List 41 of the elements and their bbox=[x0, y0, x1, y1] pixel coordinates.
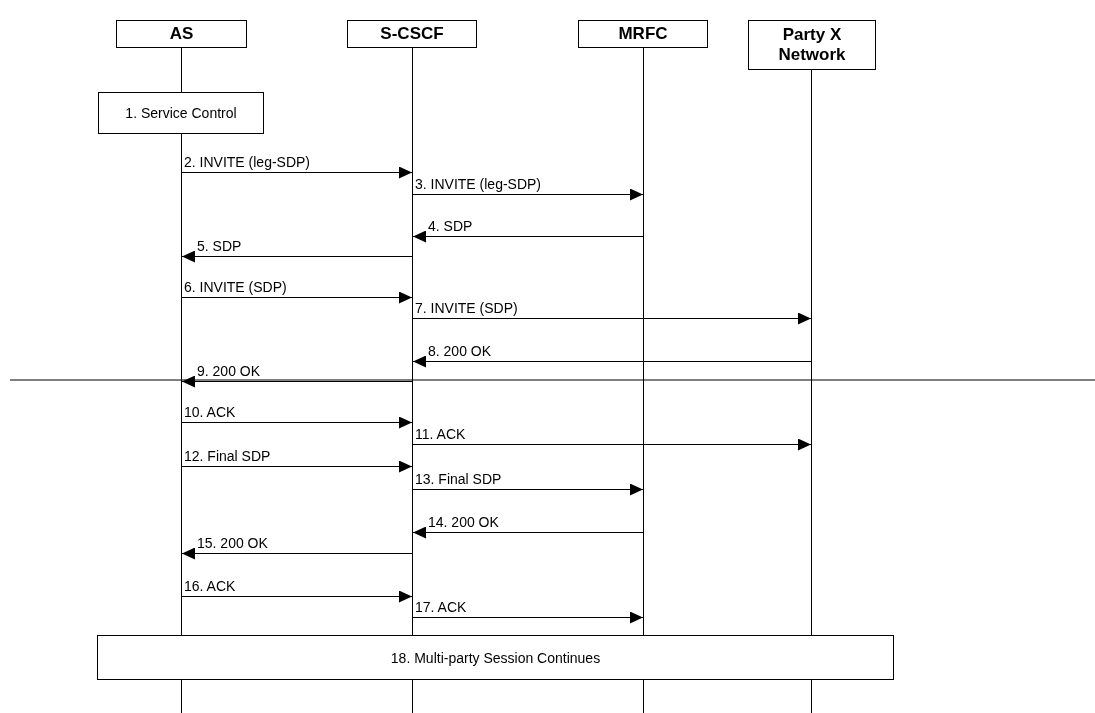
message-label: 12. Final SDP bbox=[184, 448, 271, 464]
message-arrow bbox=[412, 230, 644, 243]
participant-box: MRFC bbox=[578, 20, 708, 48]
message-arrow bbox=[412, 526, 644, 539]
message-arrow bbox=[181, 590, 413, 603]
message-label: 15. 200 OK bbox=[197, 535, 268, 551]
message-label: 3. INVITE (leg-SDP) bbox=[415, 176, 542, 192]
message-label: 5. SDP bbox=[197, 238, 242, 254]
message-label: 13. Final SDP bbox=[415, 471, 502, 487]
process-box: 18. Multi-party Session Continues bbox=[97, 635, 894, 680]
message-arrow bbox=[412, 611, 644, 624]
message-arrow bbox=[412, 355, 812, 368]
message-label: 9. 200 OK bbox=[197, 363, 261, 379]
message-label: 2. INVITE (leg-SDP) bbox=[184, 154, 311, 170]
message-label: 10. ACK bbox=[184, 404, 236, 420]
message-arrow bbox=[412, 438, 812, 451]
lifeline bbox=[412, 48, 413, 713]
message-label: 14. 200 OK bbox=[428, 514, 499, 530]
lifeline bbox=[643, 48, 644, 713]
message-arrow bbox=[412, 483, 644, 496]
message-label: 7. INVITE (SDP) bbox=[415, 300, 518, 316]
message-label: 11. ACK bbox=[415, 426, 466, 442]
message-arrow bbox=[412, 188, 644, 201]
message-arrow bbox=[181, 460, 413, 473]
participant-box: S-CSCF bbox=[347, 20, 477, 48]
message-arrow bbox=[181, 250, 413, 263]
message-arrow bbox=[412, 312, 812, 325]
participant-box: AS bbox=[116, 20, 247, 48]
message-label: 16. ACK bbox=[184, 578, 236, 594]
message-label: 4. SDP bbox=[428, 218, 473, 234]
lifeline bbox=[811, 70, 812, 713]
message-label: 8. 200 OK bbox=[428, 343, 492, 359]
message-arrow bbox=[181, 416, 413, 429]
process-box: 1. Service Control bbox=[98, 92, 264, 134]
message-arrow bbox=[181, 166, 413, 179]
message-label: 17. ACK bbox=[415, 599, 467, 615]
message-arrow bbox=[181, 547, 413, 560]
message-arrow bbox=[181, 375, 413, 388]
message-arrow bbox=[181, 291, 413, 304]
participant-box: Party X Network bbox=[748, 20, 876, 70]
message-label: 6. INVITE (SDP) bbox=[184, 279, 287, 295]
